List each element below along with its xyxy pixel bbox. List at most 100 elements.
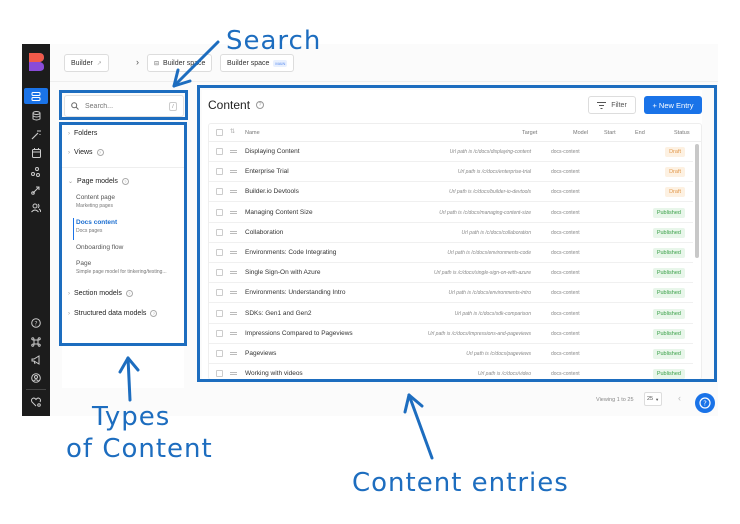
row-checkbox[interactable] (216, 269, 223, 277)
model-docs-content[interactable]: Docs content Docs pages (76, 219, 182, 234)
model-onboarding-flow[interactable]: Onboarding flow (76, 244, 182, 251)
row-checkbox[interactable] (216, 148, 223, 155)
help-icon[interactable]: ? (150, 310, 158, 317)
group-section-models[interactable]: › Section models ? (68, 290, 133, 297)
drag-handle-icon[interactable] (230, 271, 237, 275)
entry-name[interactable]: Single Sign-On with Azure (245, 269, 321, 277)
favorites-icon[interactable] (26, 394, 46, 410)
scrollbar[interactable] (695, 144, 699, 258)
drag-handle-icon[interactable] (230, 251, 237, 254)
row-checkbox[interactable] (216, 350, 223, 357)
calendar-icon[interactable] (26, 145, 46, 161)
drag-handle-icon[interactable] (230, 372, 237, 376)
entry-name[interactable]: Collaboration (245, 228, 284, 236)
column-model[interactable]: Model (573, 130, 588, 136)
drag-handle-icon[interactable] (230, 230, 237, 234)
breadcrumb-builder-space[interactable]: ⊟ Builder space (147, 54, 213, 72)
group-page-models[interactable]: ⌄ Page models ? (68, 178, 129, 185)
group-folders[interactable]: › Folders (68, 130, 97, 137)
entry-name[interactable]: Environments: Understanding Intro (245, 289, 346, 297)
model-title: Onboarding flow (76, 244, 124, 251)
builder-logo-icon[interactable] (27, 52, 45, 72)
help-icon[interactable]: ? (121, 178, 129, 185)
column-start[interactable]: Start (604, 130, 616, 136)
new-entry-button[interactable]: + New Entry (644, 96, 702, 114)
help-icon[interactable]: ? (26, 315, 46, 331)
previous-page-button[interactable]: ‹ (678, 393, 681, 403)
drag-handle-icon[interactable] (230, 170, 237, 174)
row-checkbox[interactable] (216, 289, 223, 297)
announcements-icon[interactable] (26, 352, 46, 368)
drag-handle-icon[interactable] (230, 331, 237, 335)
breadcrumb-builder[interactable]: Builder ↗ (64, 54, 109, 72)
column-end[interactable]: End (635, 130, 645, 136)
group-structured-data-models[interactable]: › Structured data models ? (68, 310, 158, 317)
row-checkbox[interactable] (216, 370, 223, 378)
entry-name[interactable]: SDKs: Gen1 and Gen2 (245, 309, 312, 317)
data-icon[interactable] (26, 108, 46, 124)
row-checkbox[interactable] (216, 309, 223, 317)
drag-handle-icon[interactable] (230, 150, 237, 153)
row-checkbox[interactable] (216, 249, 223, 256)
sort-icon[interactable]: ⇅ (230, 129, 236, 135)
search-input[interactable] (85, 102, 165, 110)
entry-name[interactable]: Environments: Code Integrating (245, 249, 337, 256)
filter-button[interactable]: Filter (588, 96, 636, 114)
row-checkbox[interactable] (216, 228, 223, 236)
model-page[interactable]: Page Simple page model for tinkering/tes… (76, 260, 182, 275)
svg-text:?: ? (703, 400, 707, 408)
search-icon (71, 102, 79, 110)
row-checkbox[interactable] (216, 188, 223, 196)
row-checkbox[interactable] (216, 329, 223, 337)
drag-handle-icon[interactable] (230, 291, 237, 295)
integrations-icon[interactable] (26, 164, 46, 180)
magic-wand-icon[interactable] (26, 127, 46, 143)
users-icon[interactable] (26, 200, 46, 216)
help-icon[interactable]: ? (256, 101, 264, 109)
row-checkbox[interactable] (216, 168, 223, 176)
entry-name[interactable]: Impressions Compared to Pageviews (245, 329, 353, 337)
model-content-page[interactable]: Content page Marketing pages (76, 194, 182, 209)
help-icon[interactable]: ? (125, 290, 133, 297)
help-fab-button[interactable]: ? (695, 393, 715, 413)
select-all-checkbox[interactable] (216, 129, 223, 136)
entry-name[interactable]: Enterprise Trial (245, 168, 289, 176)
command-icon[interactable] (26, 334, 46, 350)
entry-name[interactable]: Working with videos (245, 370, 303, 378)
entry-name[interactable]: Pageviews (245, 350, 277, 357)
content-icon[interactable] (24, 88, 48, 104)
page-size-select[interactable]: 25 ▼ (644, 392, 662, 406)
entry-model: docs-content (551, 250, 580, 256)
column-name[interactable]: Name (245, 130, 260, 136)
chevron-down-icon: ▼ (655, 396, 660, 402)
drag-handle-icon[interactable] (230, 190, 237, 194)
entry-name[interactable]: Displaying Content (245, 148, 300, 155)
drag-handle-icon[interactable] (230, 352, 237, 355)
help-icon[interactable]: ? (96, 149, 104, 156)
search-box[interactable]: / (64, 95, 184, 117)
row-checkbox[interactable] (216, 208, 223, 216)
column-status[interactable]: Status (674, 130, 690, 136)
entry-name[interactable]: Managing Content Size (245, 208, 313, 216)
group-views[interactable]: › Views ? (68, 149, 104, 156)
drag-handle-icon[interactable] (230, 210, 237, 214)
entry-name[interactable]: Builder.io Devtools (245, 188, 299, 196)
rocket-icon[interactable] (26, 182, 46, 198)
rail-divider (26, 389, 46, 390)
drag-handle-icon[interactable] (230, 311, 237, 315)
breadcrumb-builder-space-main[interactable]: Builder space MAIN (220, 54, 295, 72)
column-target[interactable]: Target (522, 130, 538, 136)
account-icon[interactable] (26, 370, 46, 386)
